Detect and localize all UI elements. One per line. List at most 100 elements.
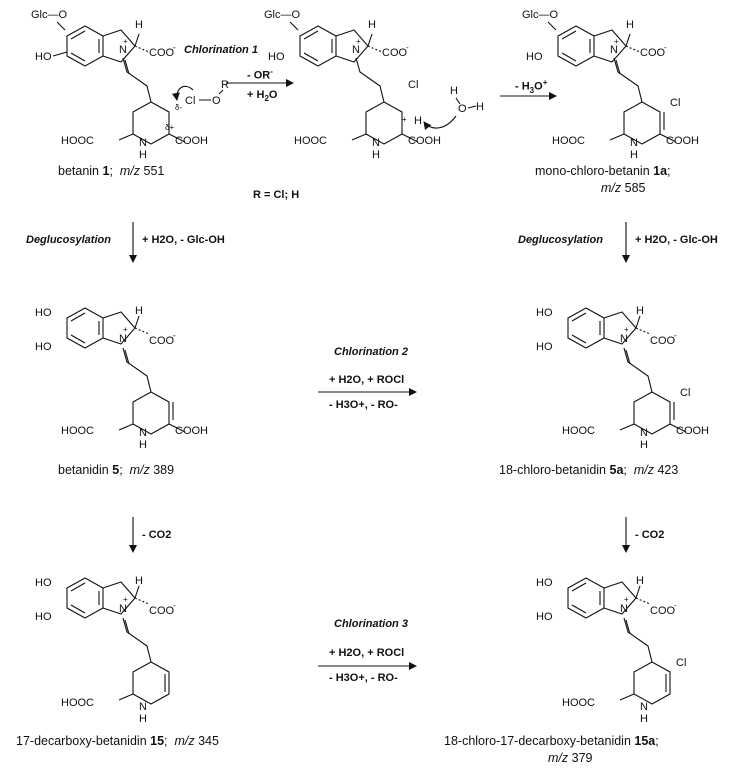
atom-label: N	[119, 333, 127, 345]
atom-label: Cl	[680, 387, 690, 399]
atom-label: COO	[149, 335, 175, 347]
atom-label: H	[414, 115, 422, 127]
atom-label: H	[636, 305, 644, 317]
atom-label: Glc—O	[31, 9, 68, 21]
atom-label: N	[372, 137, 380, 149]
caption-chloro-decarboxy-betanidin: 18-chloro-17-decarboxy-betanidin 15a;	[444, 734, 659, 748]
atom-label: HO	[35, 307, 52, 319]
label-chlorination-2-bottom: - H3O+, - RO-	[329, 399, 398, 411]
atom-label: O	[212, 95, 221, 107]
atom-label: H	[368, 19, 376, 31]
label-deglucosylation-right: Deglucosylation	[518, 234, 603, 246]
atom-label: HOOC	[294, 135, 327, 147]
atom-label: N	[640, 427, 648, 439]
atom-label: COO	[149, 605, 175, 617]
atom-label: Cl	[670, 97, 680, 109]
atom-label: H	[372, 149, 380, 161]
caption-mono-chloro-betanin-mz: m/z 585	[601, 181, 646, 195]
svg-text:+: +	[123, 37, 128, 46]
atom-label: HO	[268, 51, 285, 63]
svg-text:+: +	[614, 37, 619, 46]
atom-label: H	[630, 149, 638, 161]
atom-label: COO	[640, 47, 666, 59]
atom-label: O	[458, 103, 467, 115]
atom-label: COOH	[175, 135, 208, 147]
atom-label: HO	[35, 577, 52, 589]
svg-text:-: -	[173, 601, 176, 610]
atom-label: N	[640, 701, 648, 713]
atom-label: Cl	[676, 657, 686, 669]
molecule-intermediate: Glc—O HO H N + COO - Cl H + HOOC N H COO…	[264, 9, 484, 161]
label-chlorination-1-bottom: + H2O	[247, 89, 278, 104]
atom-label: COO	[382, 47, 408, 59]
svg-text:+: +	[402, 115, 407, 124]
atom-label: HOOC	[61, 425, 94, 437]
atom-label: Glc—O	[522, 9, 559, 21]
atom-label: H	[640, 439, 648, 451]
atom-label: H	[640, 713, 648, 725]
atom-label: N	[620, 333, 628, 345]
atom-label: Cl	[185, 95, 195, 107]
atom-label: COOH	[666, 135, 699, 147]
atom-label: N	[139, 427, 147, 439]
atom-label: HO	[35, 341, 52, 353]
caption-mono-chloro-betanin: mono-chloro-betanin 1a;	[535, 164, 671, 178]
atom-label: H	[135, 305, 143, 317]
atom-label: H	[139, 149, 147, 161]
atom-label: HOOC	[61, 697, 94, 709]
atom-label: N	[139, 137, 147, 149]
atom-label: HO	[35, 51, 52, 63]
svg-text:-: -	[406, 43, 409, 52]
label-chlorination-1: Chlorination 1	[184, 44, 258, 56]
molecule-betanidin: HO HO H N + COO - HOOC N H COOH	[35, 305, 208, 451]
atom-label: HOOC	[562, 425, 595, 437]
atom-label: HO	[536, 307, 553, 319]
r-definition: R = Cl; H	[253, 189, 300, 201]
svg-text:-: -	[674, 601, 677, 610]
label-chlorination-3: Chlorination 3	[334, 618, 408, 630]
svg-text:-: -	[173, 43, 176, 52]
atom-label: COOH	[175, 425, 208, 437]
label-deglucosylation-right-cond: + H2O, - Glc-OH	[635, 234, 718, 246]
atom-label: H	[636, 575, 644, 587]
atom-label: HO	[35, 611, 52, 623]
atom-label: HO	[536, 341, 553, 353]
caption-chloro-decarboxy-betanidin-mz: m/z 379	[548, 751, 593, 765]
atom-label: HOOC	[552, 135, 585, 147]
molecule-betanin: Glc—O HO H N + COO - HOOC N H COOH δ- δ+…	[31, 9, 229, 161]
atom-label: H	[139, 713, 147, 725]
svg-text:+: +	[123, 595, 128, 604]
atom-label: HO	[536, 577, 553, 589]
label-deprotonation: - H3O+	[515, 78, 548, 95]
atom-label: N	[620, 603, 628, 615]
label-decarboxylation-left: - CO2	[142, 529, 172, 541]
atom-label: COO	[149, 47, 175, 59]
label-chlorination-3-top: + H2O, + ROCl	[329, 647, 405, 659]
atom-label: H	[139, 439, 147, 451]
molecule-chloro-decarboxy-betanidin: HO HO H N + COO - Cl HOOC N H	[536, 575, 686, 725]
molecule-chloro-betanidin: HO HO H N + COO - Cl HOOC N H COOH	[536, 305, 709, 451]
svg-text:+: +	[624, 325, 629, 334]
atom-label: H	[135, 575, 143, 587]
atom-label: N	[119, 603, 127, 615]
svg-text:+: +	[123, 325, 128, 334]
label-chlorination-1-top: - OR-	[247, 67, 273, 82]
atom-label: COO	[650, 605, 676, 617]
molecule-mono-chloro-betanin: Glc—O HO H N + COO - Cl HOOC N H COOH	[522, 9, 699, 161]
atom-label: N	[630, 137, 638, 149]
svg-text:-: -	[664, 43, 667, 52]
atom-label: H	[450, 85, 458, 97]
label-deglucosylation-left: Deglucosylation	[26, 234, 111, 246]
atom-label: H	[626, 19, 634, 31]
atom-label: R	[221, 79, 229, 91]
partial-charge: δ-	[175, 103, 182, 112]
atom-label: N	[610, 44, 618, 56]
partial-charge: δ+	[165, 123, 174, 132]
atom-label: Glc—O	[264, 9, 301, 21]
atom-label: COOH	[676, 425, 709, 437]
atom-label: Cl	[408, 79, 418, 91]
atom-label: H	[135, 19, 143, 31]
svg-text:-: -	[173, 331, 176, 340]
svg-text:+: +	[624, 595, 629, 604]
atom-label: COOH	[408, 135, 441, 147]
